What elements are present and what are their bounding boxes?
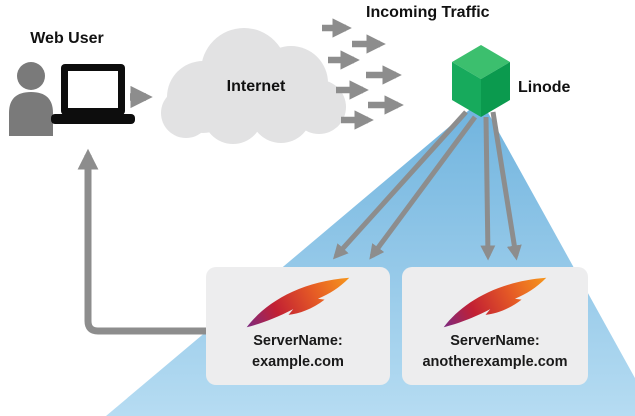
linode-label: Linode: [518, 79, 571, 96]
server1-name-label: ServerName:: [253, 333, 343, 349]
internet-label: Internet: [226, 78, 286, 95]
web-user-label: Web User: [30, 30, 104, 47]
server1-domain: example.com: [252, 354, 344, 370]
linode-cube-icon: [452, 45, 510, 117]
laptop-icon: [51, 64, 135, 124]
arrows-layer: [77, 18, 522, 335]
linode-to-server2-arrow: [480, 116, 496, 261]
server2-name-label: ServerName:: [450, 333, 540, 349]
server-to-user-arrow: [77, 148, 206, 335]
cube-left-face: [452, 62, 481, 117]
cube-right-face: [481, 62, 510, 117]
apache-feather-icon: [443, 277, 547, 328]
person-icon: [9, 62, 53, 136]
server2-domain: anotherexample.com: [422, 354, 568, 370]
incoming-traffic-arrows: [322, 18, 404, 130]
server-box-2: ServerName: anotherexample.com: [402, 267, 588, 385]
linode-to-server2-arrow: [490, 111, 522, 261]
incoming-traffic-label: Incoming Traffic: [366, 4, 490, 21]
linode-to-server1-arrow: [332, 110, 468, 260]
server-box-1: ServerName: example.com: [206, 267, 390, 385]
linode-to-server-arrows: [332, 110, 522, 261]
linode-to-server1-arrow: [369, 115, 478, 260]
apache-feather-icon: [246, 277, 350, 328]
internet-cloud-shape: [161, 28, 346, 144]
